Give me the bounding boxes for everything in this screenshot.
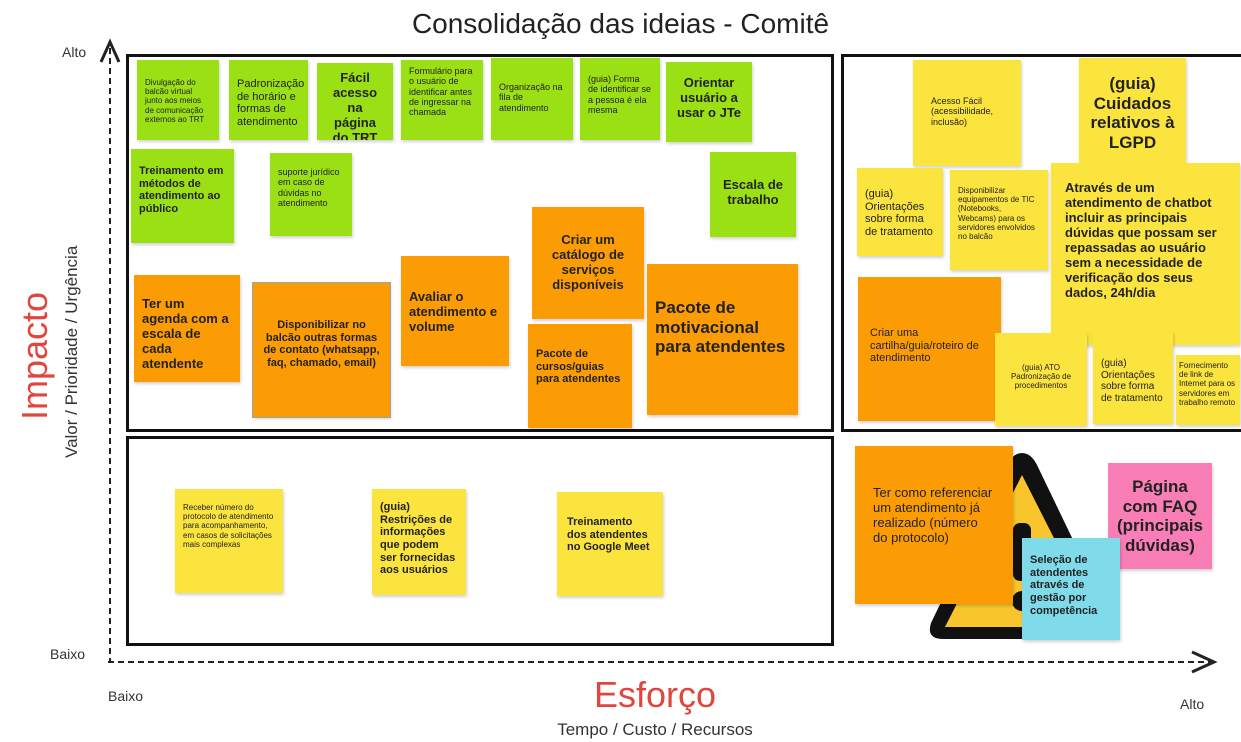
note-cuidados-lgpd: (guia) Cuidados relativos à LGPD	[1079, 58, 1186, 164]
note-padronizacao-horario: Padronização de horário e formas de aten…	[229, 60, 308, 140]
x-axis-subtitle: Tempo / Custo / Recursos	[557, 720, 753, 739]
x-axis-low-label: Baixo	[108, 688, 144, 704]
note-chatbot: Através de um atendimento de chatbot inc…	[1051, 163, 1240, 345]
note-numero-protocolo: Receber número do protocolo de atendimen…	[175, 489, 283, 593]
note-selecao-competencia: Seleção de atendentes através de gestão …	[1022, 538, 1120, 640]
note-restricoes-informacoes: (guia) Restrições de informações que pod…	[372, 489, 466, 595]
note-suporte-juridico: suporte jurídico em caso de dúvidas no a…	[270, 153, 352, 236]
note-treinamento-meet: Treinamento dos atendentes no Google Mee…	[557, 492, 663, 596]
note-outras-formas-contato: Disponibilizar no balcão outras formas d…	[252, 282, 391, 418]
note-referenciar-atendimento: Ter como referenciar um atendimento já r…	[855, 446, 1013, 604]
note-equipamentos-tic: Disponibilizar equipamentos de TIC (Note…	[950, 170, 1048, 270]
note-pacote-cursos: Pacote de cursos/guias para atendentes	[528, 324, 632, 428]
y-axis-subtitle: Valor / Prioridade / Urgência	[62, 245, 81, 458]
quadrant-high-impact-low-effort	[126, 54, 834, 432]
note-agenda-escala: Ter um agenda com a escala de cada atend…	[134, 275, 240, 382]
y-axis-low-label: Baixo	[50, 646, 86, 662]
note-catalogo-servicos: Criar um catálogo de serviços disponívei…	[532, 207, 644, 319]
page-title: Consolidação das ideias - Comitê	[411, 8, 830, 39]
y-axis-title: Impacto	[14, 291, 55, 420]
note-facil-acesso: Fácil acesso na página do TRT	[317, 63, 393, 140]
quadrant-low-impact-low-effort	[126, 436, 834, 646]
y-axis-high-label: Alto	[62, 44, 87, 60]
note-orientacoes-tratamento-2: (guia) Orientações sobre forma de tratam…	[1093, 332, 1173, 424]
quadrant-high-impact-high-effort	[841, 54, 1241, 432]
note-forma-identificar: (guia) Forma de identificar se a pessoa …	[580, 58, 660, 140]
note-avaliar-atendimento: Avaliar o atendimento e volume	[401, 256, 509, 366]
note-formulario-usuario: Formulário para o usuário de identificar…	[401, 60, 483, 140]
note-acesso-facil: Acesso Fácil (acessibilidade, inclusão)	[913, 60, 1021, 166]
note-ato-padronizacao: (guia) ATO Padronização de procedimentos	[995, 333, 1087, 426]
note-escala-trabalho: Escala de trabalho	[710, 152, 796, 237]
note-pacote-motivacional: Pacote de motivacional para atendentes	[647, 264, 798, 415]
note-cartilha-guia: Criar uma cartilha/guia/roteiro de atend…	[858, 277, 1001, 421]
note-orientar-jte: Orientar usuário a usar o JTe	[666, 62, 752, 142]
x-axis-high-label: Alto	[1180, 696, 1205, 712]
x-axis-title: Esforço	[593, 674, 717, 715]
note-link-internet: Fornecimento de link de Internet para os…	[1176, 355, 1240, 425]
note-pagina-faq: Página com FAQ (principais dúvidas)	[1108, 463, 1212, 569]
note-treinamento-metodos: Treinamento em métodos de atendimento ao…	[131, 149, 234, 243]
note-organizacao-fila: Organização na fila de atendimento	[491, 58, 573, 140]
note-orientacoes-tratamento-1: (guia) Orientações sobre forma de tratam…	[857, 168, 943, 256]
note-divulgacao-balcao: Divulgação do balcão virtual junto aos m…	[137, 60, 219, 140]
